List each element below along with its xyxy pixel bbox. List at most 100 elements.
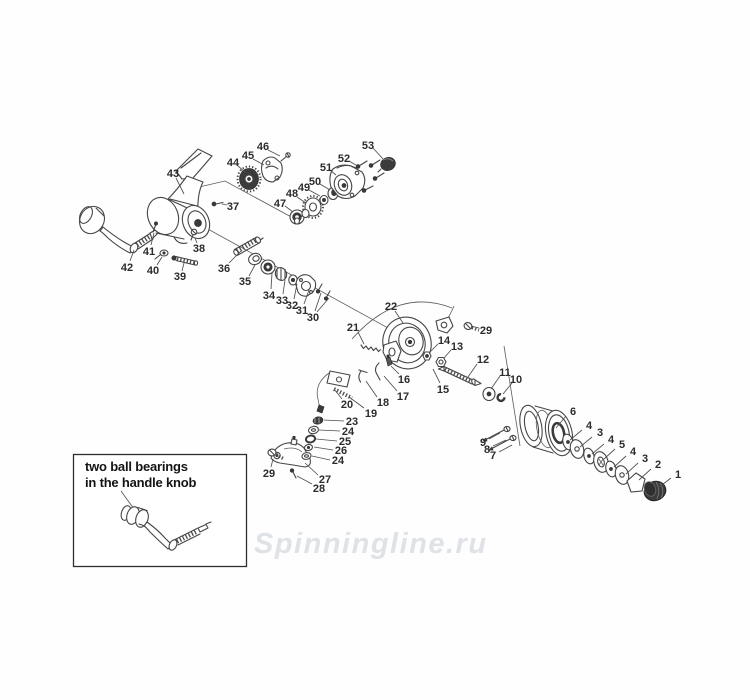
leader-line <box>194 237 198 244</box>
part-number-label: 20 <box>341 399 353 411</box>
leader-line <box>613 455 627 468</box>
part-labels-layer: 1234543467891011121314151617181920212223… <box>121 140 681 495</box>
part-number-label: 9 <box>480 437 486 449</box>
leader-line <box>638 468 652 481</box>
part-number-label: 35 <box>239 276 251 288</box>
part-number-label: 13 <box>451 341 463 353</box>
part-number-label: 44 <box>227 157 240 169</box>
handle-drawing <box>78 205 159 254</box>
spool-screws-drawing <box>482 425 517 451</box>
part-number-label: 27 <box>319 474 331 486</box>
inset-note-box: two ball bearings in the handle knob <box>72 453 248 568</box>
part-number-label: 32 <box>286 300 298 312</box>
leader-line <box>228 250 242 264</box>
part-number-label: 5 <box>619 439 625 451</box>
part-number-label: 3 <box>597 427 603 439</box>
part-number-label: 31 <box>296 305 308 317</box>
leader-line <box>492 439 507 447</box>
part-number-label: 22 <box>385 301 397 313</box>
part-number-label: 41 <box>143 246 155 258</box>
leader-line <box>270 458 274 468</box>
part-number-label: 25 <box>339 436 351 448</box>
body-fasteners-drawing <box>152 201 224 266</box>
leader-line <box>498 444 513 453</box>
rotor-drawing <box>351 301 455 370</box>
leader-line <box>284 205 294 213</box>
leader-line <box>296 196 307 204</box>
leader-line <box>303 289 310 305</box>
part-number-label: 17 <box>397 391 409 403</box>
part-number-label: 10 <box>510 374 522 386</box>
watermark: Spinningline.ru <box>254 528 488 560</box>
leader-line <box>308 189 321 197</box>
leader-line <box>314 292 322 312</box>
part-number-label: 29 <box>263 468 275 480</box>
leader-line <box>657 477 672 489</box>
part-number-label: 4 <box>608 434 615 446</box>
part-number-label: 49 <box>298 182 310 194</box>
part-number-label: 48 <box>286 188 298 200</box>
leader-line <box>555 415 567 429</box>
part-number-label: 24 <box>342 426 355 438</box>
leader-line <box>591 443 605 455</box>
leader-line <box>296 475 313 485</box>
leader-line <box>282 279 286 295</box>
part-number-label: 53 <box>362 140 374 152</box>
leader-line <box>490 375 501 390</box>
leader-line <box>348 160 357 166</box>
part-number-label: 47 <box>274 198 286 210</box>
leader-line <box>315 438 338 442</box>
inset-note-line2: in the handle knob <box>85 475 196 490</box>
part-number-label: 29 <box>480 325 492 337</box>
part-number-label: 2 <box>655 459 661 471</box>
part-number-label: 46 <box>257 141 269 153</box>
part-number-label: 4 <box>586 420 593 432</box>
leader-line <box>313 446 334 451</box>
leader-line <box>579 436 593 448</box>
reel-body-drawing <box>146 148 213 244</box>
leader-line <box>502 382 513 395</box>
leader-line <box>175 177 185 195</box>
leader-line <box>150 232 155 246</box>
clutch-parts-drawing <box>422 351 506 403</box>
inset-handle-drawing <box>120 505 212 551</box>
leader-line <box>443 349 452 359</box>
part-number-label: 16 <box>398 374 410 386</box>
leader-line <box>319 183 331 191</box>
leader-line <box>467 363 478 378</box>
leader-line <box>311 455 331 461</box>
part-number-label: 14 <box>438 335 451 347</box>
leader-line <box>316 297 330 313</box>
leader-line <box>390 365 400 375</box>
leader-line <box>156 256 163 266</box>
leader-line <box>221 203 228 206</box>
leader-line <box>293 283 298 300</box>
leader-line <box>348 396 365 409</box>
bail-springs-drawing <box>316 344 382 414</box>
part-number-label: 1 <box>675 469 681 481</box>
leader-line <box>394 310 404 324</box>
part-number-label: 42 <box>121 262 133 274</box>
leader-line <box>432 368 441 384</box>
part-number-label: 6 <box>570 406 576 418</box>
shaft-and-washer-chain-drawing <box>233 236 331 301</box>
part-number-label: 24 <box>332 455 345 467</box>
gear-train-drawing <box>289 157 396 225</box>
leader-line <box>323 419 345 422</box>
part-number-label: 37 <box>227 201 239 213</box>
drag-stack-drawing <box>562 433 667 502</box>
leader-line <box>270 272 273 290</box>
leader-line <box>470 325 480 329</box>
part-number-label: 39 <box>174 271 186 283</box>
part-number-label: 45 <box>242 150 254 162</box>
leader-line <box>248 264 256 277</box>
part-number-label: 26 <box>335 445 347 457</box>
leader-line <box>129 249 135 262</box>
leader-line <box>181 262 185 272</box>
leader-line <box>252 158 265 166</box>
leader-line <box>488 432 501 440</box>
part-number-label: 33 <box>276 295 288 307</box>
part-number-label: 3 <box>642 453 648 465</box>
part-number-label: 23 <box>346 416 358 428</box>
